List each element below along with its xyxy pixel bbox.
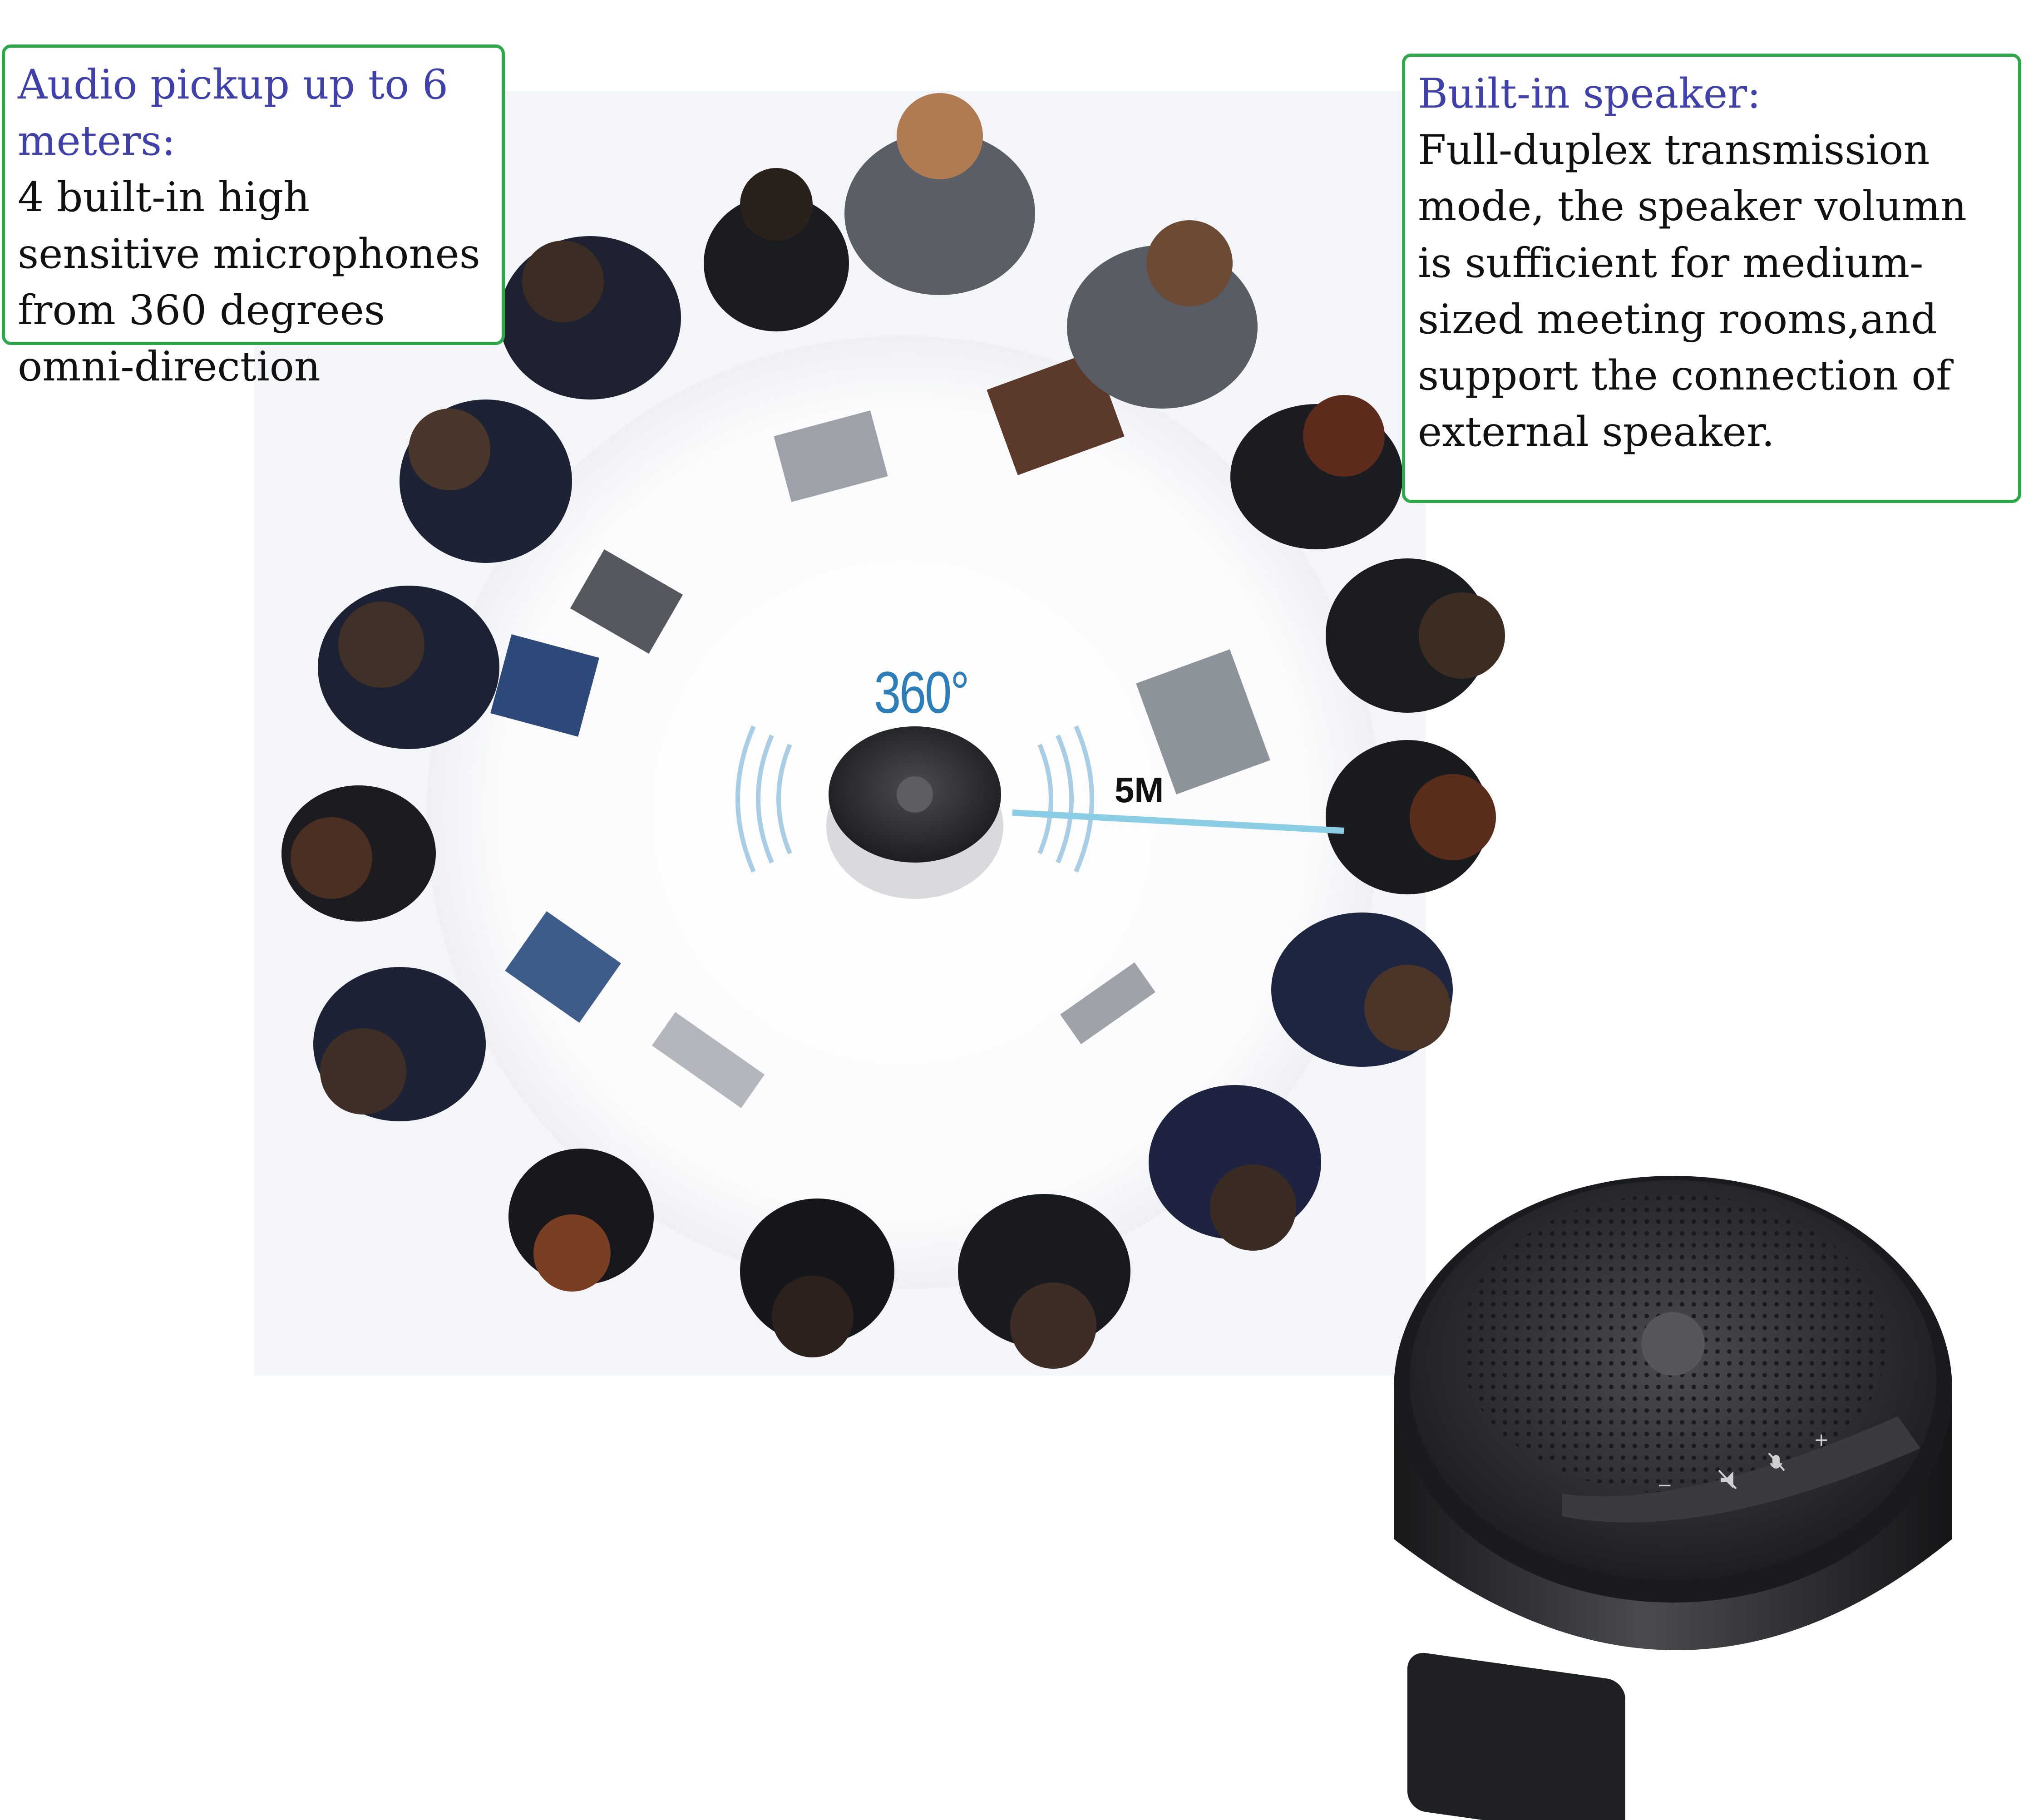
meeting-attendees [281,93,1505,1369]
volume-down-button[interactable]: − [1657,1475,1673,1496]
audio-pickup-callout: Audio pickup up to 6 meters: 4 built-in … [2,44,505,390]
attendee [318,586,499,749]
product-speakerphone [1394,1176,1952,1820]
attendee [508,1149,654,1292]
attendee [400,400,572,563]
attendee [1326,740,1496,894]
speaker-mute-icon[interactable] [1718,1470,1737,1490]
attendee [1149,1085,1321,1251]
attendee [1230,395,1403,549]
audio-pickup-title: Audio pickup up to 6 meters: [18,61,449,165]
attendee [844,93,1035,295]
attendee [281,785,436,922]
attendee [1067,220,1258,409]
attendee [499,236,681,400]
angle-label: 360° [874,659,970,725]
range-line [1012,809,1344,834]
attendee [704,168,849,331]
attendee [1271,912,1453,1067]
distance-label: 5M [1115,770,1164,810]
control-panel: − + [1657,1430,1829,1496]
volume-up-button[interactable]: + [1814,1430,1829,1450]
built-in-speaker-description: Full-duplex transmission mode, the speak… [1418,126,1967,456]
audio-pickup-description: 4 built-in high sensitive microphones fr… [18,173,480,390]
attendee [313,967,486,1121]
attendee [740,1199,894,1357]
center-speakerphone [826,726,1003,899]
built-in-speaker-title: Built-in speaker: [1418,70,1761,118]
sound-waves [735,725,1094,873]
microphone-mute-icon[interactable] [1768,1452,1785,1471]
attendee [958,1194,1130,1369]
built-in-speaker-callout: Built-in speaker: Full-duplex transmissi… [1402,54,2021,503]
attendee [1326,558,1505,713]
table-items [490,351,1270,1108]
